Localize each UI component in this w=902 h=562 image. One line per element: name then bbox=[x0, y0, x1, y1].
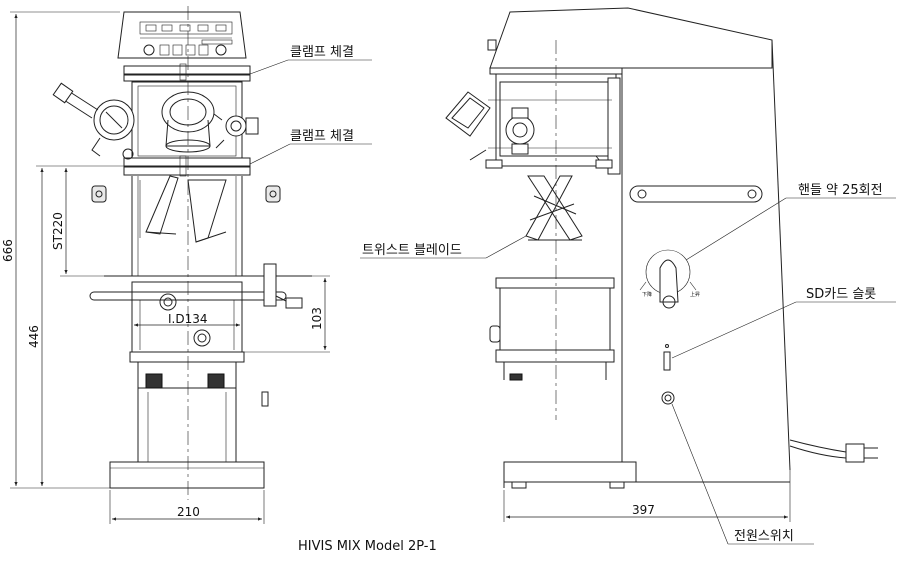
power-cord bbox=[789, 439, 878, 463]
callout-twist-blade: 트위스트 블레이드 bbox=[360, 235, 527, 259]
power-switch-icon bbox=[661, 391, 675, 405]
callout-power-switch: 전원스위치 bbox=[671, 403, 814, 545]
callout-clamp-top: 클램프 체결 bbox=[249, 45, 372, 75]
dim-side-depth: 397 bbox=[632, 503, 655, 517]
label-clamp-top: 클램프 체결 bbox=[290, 45, 354, 60]
sd-slot-icon bbox=[663, 351, 671, 371]
dim-tank-depth: 103 bbox=[310, 307, 324, 330]
front-dimensions: 666 446 ST220 I.D134 103 210 bbox=[1, 11, 330, 524]
svg-text:上昇: 上昇 bbox=[690, 291, 700, 298]
label-twist-blade: 트위스트 블레이드 bbox=[362, 243, 462, 258]
label-handle: 핸들 약 25회전 bbox=[798, 182, 883, 198]
svg-text:下降: 下降 bbox=[642, 291, 652, 298]
front-control-panel bbox=[117, 11, 247, 59]
callout-handle: 핸들 약 25회전 bbox=[685, 182, 896, 261]
front-view: 666 446 ST220 I.D134 103 210 bbox=[1, 6, 372, 524]
side-twist-blade bbox=[525, 175, 583, 241]
callout-clamp-mid: 클램프 체결 bbox=[249, 129, 372, 165]
label-sd-slot: SD카드 슬롯 bbox=[806, 287, 876, 302]
dim-stroke: ST220 bbox=[51, 212, 65, 250]
dim-front-width: 210 bbox=[177, 505, 200, 519]
front-twist-blade bbox=[131, 175, 243, 276]
front-right-valve bbox=[213, 113, 259, 149]
label-clamp-mid: 클램프 체결 bbox=[290, 129, 354, 144]
dim-inner-diameter: I.D134 bbox=[168, 312, 208, 326]
front-crank bbox=[263, 263, 303, 309]
pressure-gauge bbox=[52, 82, 135, 160]
callout-sd-slot: SD카드 슬롯 bbox=[671, 287, 896, 359]
crank-handle: 下降 上昇 bbox=[639, 249, 700, 309]
dim-base-height: 446 bbox=[27, 325, 41, 348]
caption: HIVIS MIX Model 2P-1 bbox=[298, 539, 437, 554]
side-view: 下降 上昇 bbox=[360, 7, 896, 545]
label-power-switch: 전원스위치 bbox=[734, 529, 794, 544]
side-dimensions: 397 bbox=[503, 470, 791, 522]
side-clamp bbox=[445, 91, 605, 167]
dim-total-height: 666 bbox=[1, 239, 15, 262]
